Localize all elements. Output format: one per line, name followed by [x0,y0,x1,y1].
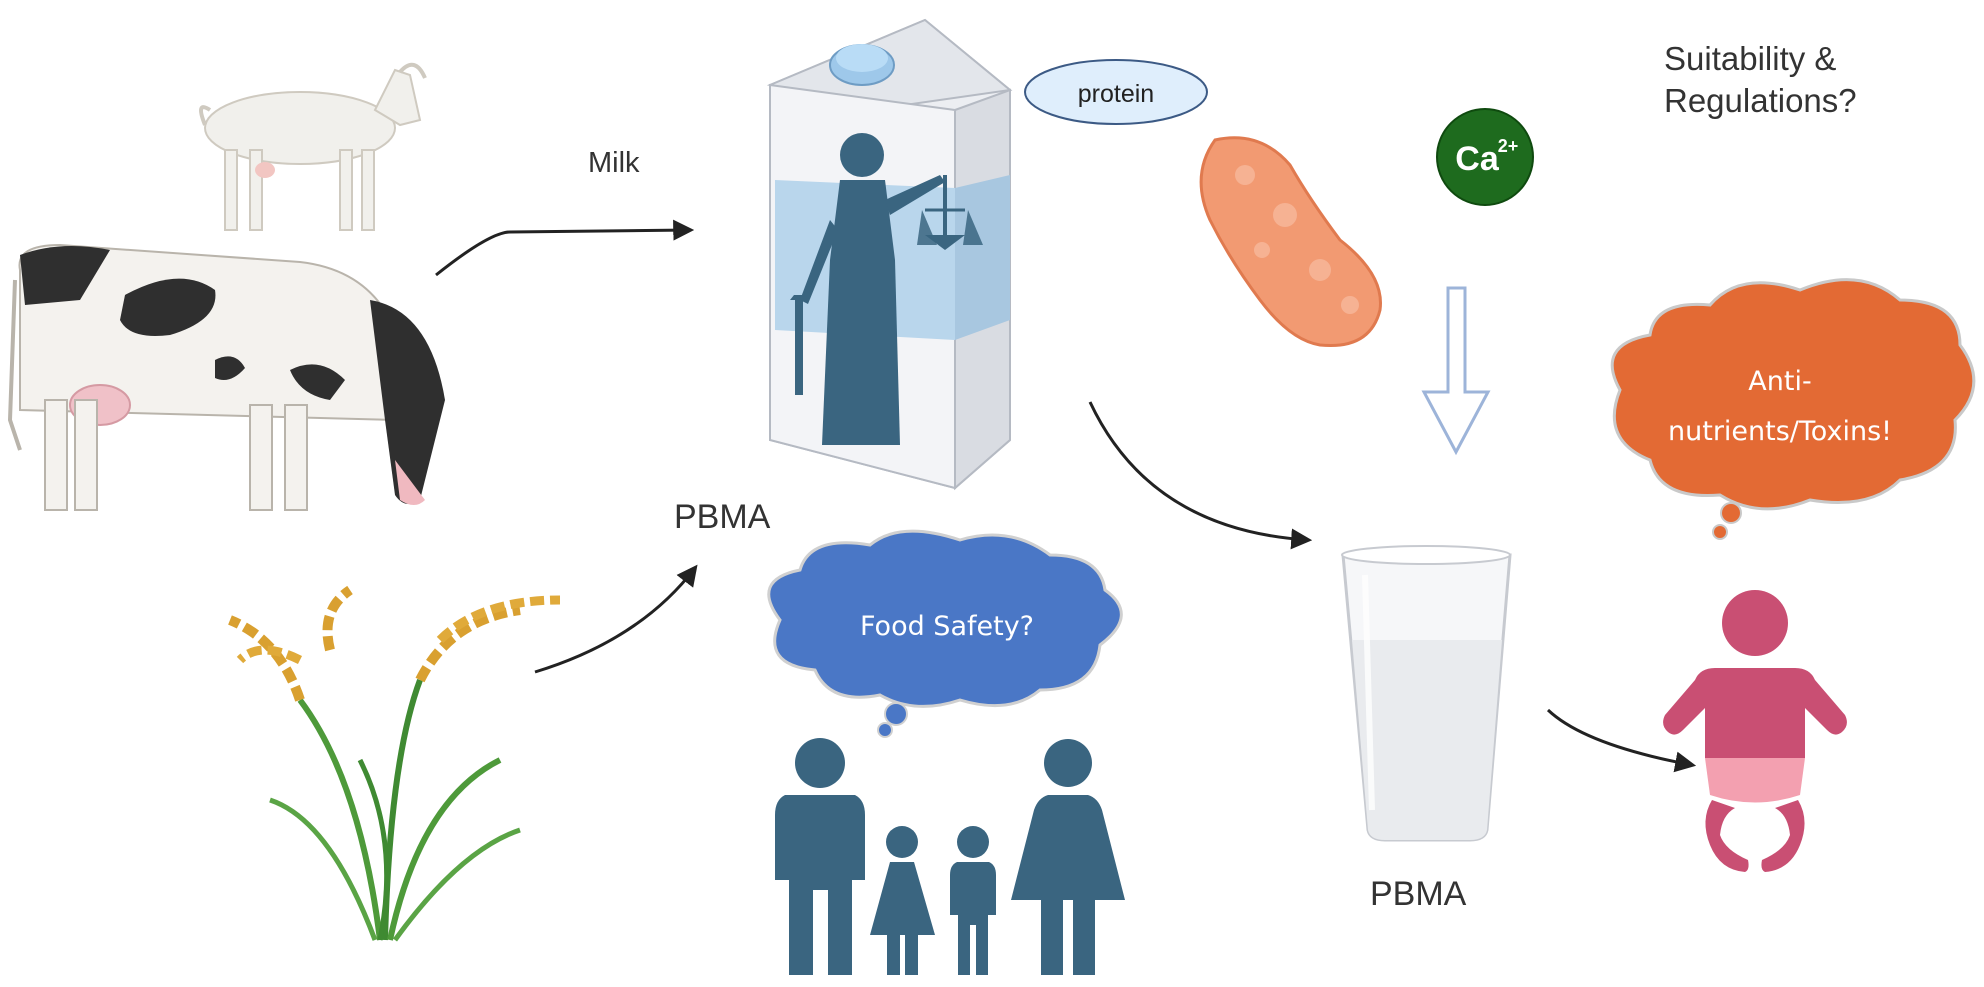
milk-label: Milk [588,147,640,179]
suitability-line1: Suitability & [1664,40,1836,77]
pbma-label-center: PBMA [674,498,771,536]
calcium-charge: 2+ [1498,136,1519,156]
food-safety-label: Food Safety? [860,611,1034,642]
arrow-milk-to-carton [435,219,695,277]
suitability-line2: Regulations? [1664,82,1857,119]
arrow-rice-to-carton [534,564,698,674]
goat-icon [199,62,427,231]
food-safety-cloud: Food Safety? [767,529,1123,738]
protein-tag: protein [1024,59,1208,125]
antinutrients-cloud: Anti- nutrients/Toxins! [1610,278,1976,540]
calcium-ion-icon: Ca 2+ [1436,108,1534,206]
cow-icon [7,243,445,511]
antinutrients-line1: Anti- [1748,366,1811,397]
calcium-symbol: Ca [1455,140,1500,178]
arrow-glass-to-baby [1546,708,1697,773]
rice-plant-icon [228,585,561,942]
family-icon [775,738,1125,975]
arrow-carton-to-glass [1088,401,1313,550]
justice-figure-icon [790,133,983,445]
suitability-label: Suitability & Regulations? [1664,40,1857,119]
pbma-label-glass: PBMA [1370,875,1467,913]
glass-icon [1341,545,1512,842]
antinutrients-line2: nutrients/Toxins! [1668,416,1892,447]
baby-icon [1663,590,1847,872]
down-arrow-icon [1421,286,1491,456]
protein-label: protein [1078,80,1154,108]
protein-molecule-icon [1199,136,1382,348]
